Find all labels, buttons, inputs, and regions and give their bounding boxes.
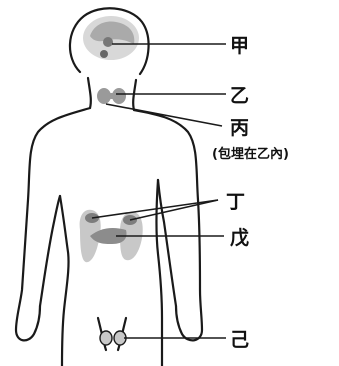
testes [100, 331, 126, 345]
brain [83, 16, 139, 60]
thyroid-gland [97, 88, 126, 104]
label-bing: 丙 [230, 117, 249, 139]
label-bing-note: (包埋在乙內) [212, 146, 289, 162]
label-ding: 丁 [226, 191, 245, 213]
label-wu: 戊 [230, 226, 249, 249]
label-yi: 乙 [230, 85, 249, 107]
label-ji: 己 [230, 329, 249, 351]
human-body-outline [16, 8, 202, 366]
leader-line-bing [106, 104, 222, 126]
label-jia: 甲 [230, 35, 249, 57]
